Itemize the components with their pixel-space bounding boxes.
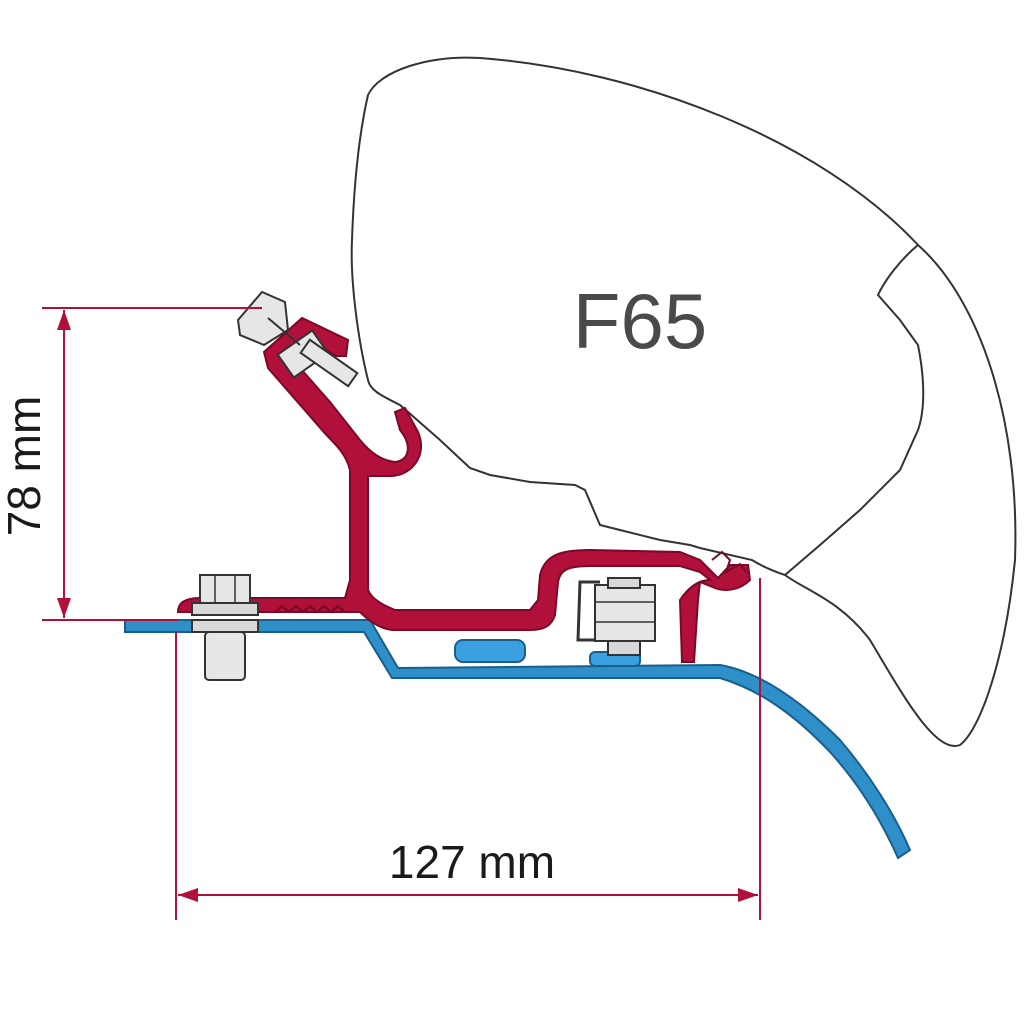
height-dimension: 78 mm — [0, 307, 262, 621]
width-dimension: 127 mm — [175, 578, 761, 920]
clamp-bolt-icon — [236, 290, 359, 388]
awning-housing-icon — [350, 56, 1017, 748]
model-label: F65 — [573, 277, 707, 365]
height-dimension-label: 78 mm — [0, 396, 50, 537]
width-dimension-label: 127 mm — [389, 836, 555, 888]
hex-bolt-icon — [191, 574, 259, 681]
adapter-bracket-icon — [176, 316, 752, 663]
clamp-bolt-icon — [576, 577, 656, 656]
